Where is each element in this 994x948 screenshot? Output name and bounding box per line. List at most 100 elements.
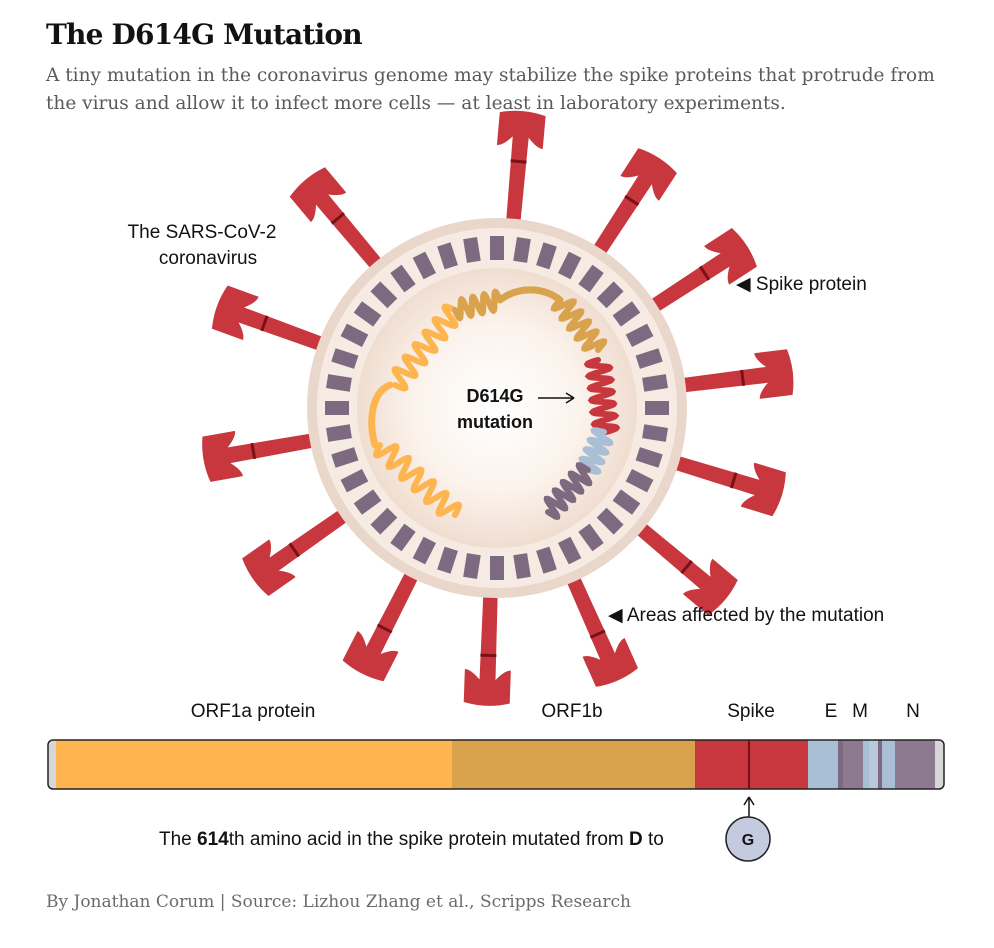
genome-label-n: N <box>906 701 920 722</box>
spike-protein <box>559 560 638 687</box>
genome-label-m: M <box>852 701 868 722</box>
membrane-protein <box>326 374 352 392</box>
virus-label-line1: The SARS-CoV-2 <box>128 222 277 243</box>
membrane-protein <box>331 348 359 369</box>
membrane-protein <box>463 237 481 263</box>
spike-protein <box>657 451 786 517</box>
spike-protein <box>664 349 794 399</box>
rna-segment-orf1b-link <box>496 286 564 304</box>
rna-coil-orf1b-2 <box>550 297 608 353</box>
genome-segment-m <box>843 740 863 789</box>
genome-label-e: E <box>825 701 838 722</box>
membrane-protein <box>437 546 458 574</box>
membrane-protein <box>612 489 641 515</box>
affected-areas-label: ◀ Areas affected by the mutation <box>608 605 884 626</box>
membrane-protein <box>635 348 663 369</box>
membrane-protein <box>340 323 369 348</box>
spike-protein <box>463 577 511 706</box>
membrane-protein <box>557 536 582 565</box>
membrane-protein <box>612 301 641 327</box>
new-amino-acid-letter: G <box>742 832 754 849</box>
membrane-protein <box>642 374 668 392</box>
membrane-protein <box>642 424 668 442</box>
page-subtitle: A tiny mutation in the coronavirus genom… <box>46 65 935 114</box>
membrane-protein <box>645 401 669 415</box>
genome-bar-outline <box>47 739 945 790</box>
page-title: The D614G Mutation <box>46 18 363 51</box>
genome-segment-orf1b <box>452 740 695 789</box>
membrane-protein <box>370 281 398 309</box>
mutation-pointer-head <box>743 796 755 806</box>
spike-protein <box>202 430 331 482</box>
mutation-label-line1: D614G <box>466 386 523 406</box>
membrane-protein <box>536 546 557 574</box>
membrane-protein <box>353 301 382 327</box>
spike-protein <box>211 285 340 357</box>
membrane-protein <box>513 237 531 263</box>
genome-label-spike: Spike <box>727 701 775 722</box>
membrane-protein <box>463 553 481 579</box>
spike-protein <box>635 228 757 322</box>
membrane-protein <box>340 468 369 493</box>
rna-coil-membrane <box>543 462 593 520</box>
membrane-protein <box>390 523 416 552</box>
genome-segment-accessory-5 <box>882 740 895 789</box>
rna-genome-strand <box>368 286 621 520</box>
virus-label-line2: coronavirus <box>159 248 257 269</box>
genome-segment-accessory-1 <box>808 740 838 789</box>
genome-segment-accessory-2 <box>863 740 869 789</box>
membrane-protein <box>635 447 663 468</box>
genome-bar-cap-left <box>48 740 56 789</box>
membrane-protein <box>625 323 654 348</box>
membrane-protein <box>596 281 624 309</box>
rna-coils <box>372 288 621 520</box>
rna-coil-orf1b <box>452 288 503 322</box>
membrane-protein <box>437 242 458 270</box>
membrane-protein <box>557 251 582 280</box>
rna-coil-spike <box>583 357 621 435</box>
membrane-protein <box>370 507 398 535</box>
membrane-protein <box>412 251 437 280</box>
genome-segment-accessory-3 <box>869 740 878 789</box>
spike-protein <box>496 110 546 240</box>
mutation-arrow-head <box>565 392 575 404</box>
membrane-protein <box>412 536 437 565</box>
rna-coil-orf1a <box>391 303 459 392</box>
membrane-protein <box>578 523 604 552</box>
membrane-protein <box>513 553 531 579</box>
membrane-protein <box>490 556 504 580</box>
spike-protein <box>342 556 427 682</box>
new-amino-acid-circle <box>725 816 771 862</box>
spike-protein <box>622 511 738 616</box>
genome-segment-orf1a <box>56 740 452 789</box>
membrane-protein <box>325 401 349 415</box>
coronavirus-illustration: D614G mutation <box>202 110 794 706</box>
membrane-protein <box>326 424 352 442</box>
genome-segment-e <box>838 740 843 789</box>
membrane-protein <box>390 264 416 293</box>
mutation-label-line2: mutation <box>457 412 533 432</box>
amino-acid-number: 614 <box>197 829 229 850</box>
membrane-protein <box>625 468 654 493</box>
genome-label-orf1a: ORF1a protein <box>191 701 316 722</box>
membrane-protein <box>353 489 382 515</box>
byline: By Jonathan Corum | Source: Lizhou Zhang… <box>46 892 631 912</box>
membrane-protein <box>331 447 359 468</box>
rna-coil-orf1a-lower <box>372 442 463 518</box>
spike-protein-label: ◀ Spike protein <box>736 274 867 295</box>
amino-acid-note: The 614th amino acid in the spike protei… <box>159 829 664 850</box>
spike-proteins <box>202 110 794 706</box>
genome-segment-accessory-4 <box>878 740 882 789</box>
genome-bar-cap-right <box>935 740 944 789</box>
original-amino-acid: D <box>629 829 643 850</box>
membrane-protein <box>490 236 504 260</box>
genome-segment-spike <box>695 740 808 789</box>
genome-label-orf1b: ORF1b <box>541 701 602 722</box>
rna-segment-orf1a-tail <box>368 381 394 449</box>
spike-protein <box>289 167 394 283</box>
rna-coil-blue <box>578 427 614 475</box>
spike-protein <box>242 499 362 597</box>
membrane-protein <box>536 242 557 270</box>
membrane-protein <box>578 264 604 293</box>
